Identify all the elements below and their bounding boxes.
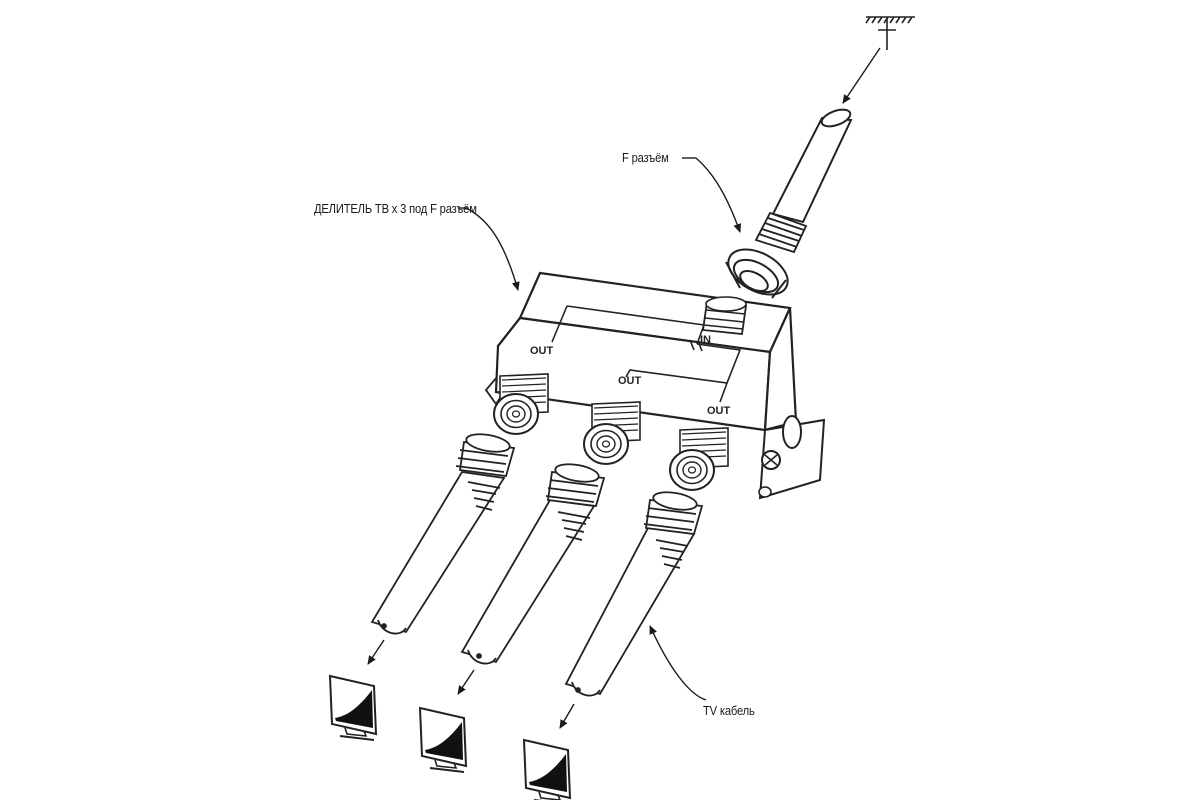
- tv-cable-label: TV кабель: [703, 703, 755, 718]
- tv-arrow-left: [367, 639, 385, 665]
- splitter-arrow: [465, 207, 520, 291]
- port-label-out-right: OUT: [707, 405, 731, 417]
- port-label-out-left: OUT: [530, 345, 554, 357]
- output-cable-right: [564, 491, 704, 697]
- output-port-right: [669, 427, 729, 491]
- input-port: [701, 296, 748, 335]
- splitter-label: ДЕЛИТЕЛЬ ТВ х 3 под F разъём: [314, 201, 477, 216]
- splitter-device: IN OUT OUT OUT: [484, 271, 826, 500]
- tv-icon-left: [329, 675, 377, 741]
- output-cable-left: [370, 433, 516, 635]
- tv-icon-middle: [419, 707, 467, 773]
- tv-icon-right: [523, 739, 571, 805]
- output-port-middle: [583, 401, 641, 465]
- tv-arrow-middle: [457, 669, 475, 695]
- port-label-in: IN: [700, 334, 711, 346]
- antenna-icon: [865, 16, 915, 50]
- output-cable-middle: [460, 463, 606, 665]
- input-cable: [725, 108, 853, 299]
- tv-arrow-right: [559, 703, 575, 729]
- port-label-out-middle: OUT: [618, 375, 642, 387]
- f-connector-arrow: [695, 157, 742, 233]
- output-port-left: [493, 373, 549, 435]
- tv-cable-arrow: [649, 625, 707, 701]
- f-connector-label: F разъём: [622, 150, 669, 165]
- antenna-arrow: [842, 47, 881, 104]
